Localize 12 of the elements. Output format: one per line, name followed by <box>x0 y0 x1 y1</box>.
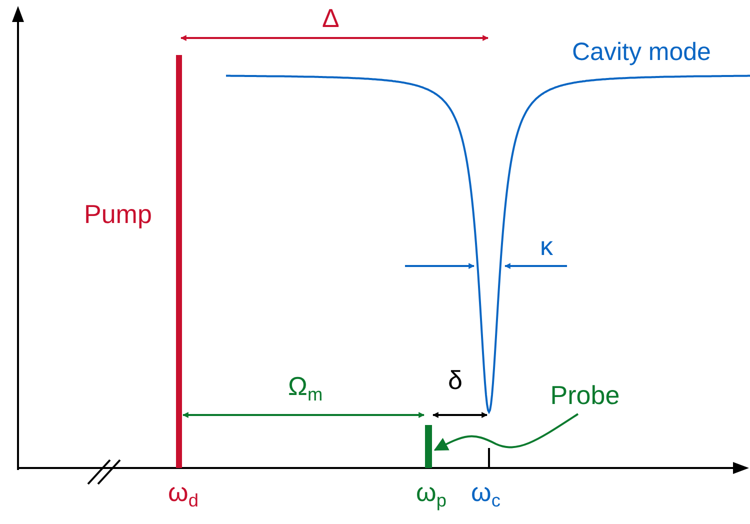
kappa-label: κ <box>540 232 553 262</box>
omega-p-label: ω$_{p}$ <box>416 478 446 512</box>
wavy-arrow <box>434 413 579 451</box>
probe-label: Probe <box>550 381 620 411</box>
omega-c-label: ω$_{c}$ <box>471 478 500 512</box>
delta-label: Δ <box>322 4 340 34</box>
omega-d-label: ω$_{d}$ <box>168 478 198 512</box>
omega-m-label: Ω$_{m}$ <box>288 372 323 406</box>
small-delta-label: δ <box>448 366 462 396</box>
cavity-mode-label: Cavity mode <box>572 38 711 67</box>
pump-label: Pump <box>84 200 152 230</box>
double-arrow <box>182 412 425 418</box>
